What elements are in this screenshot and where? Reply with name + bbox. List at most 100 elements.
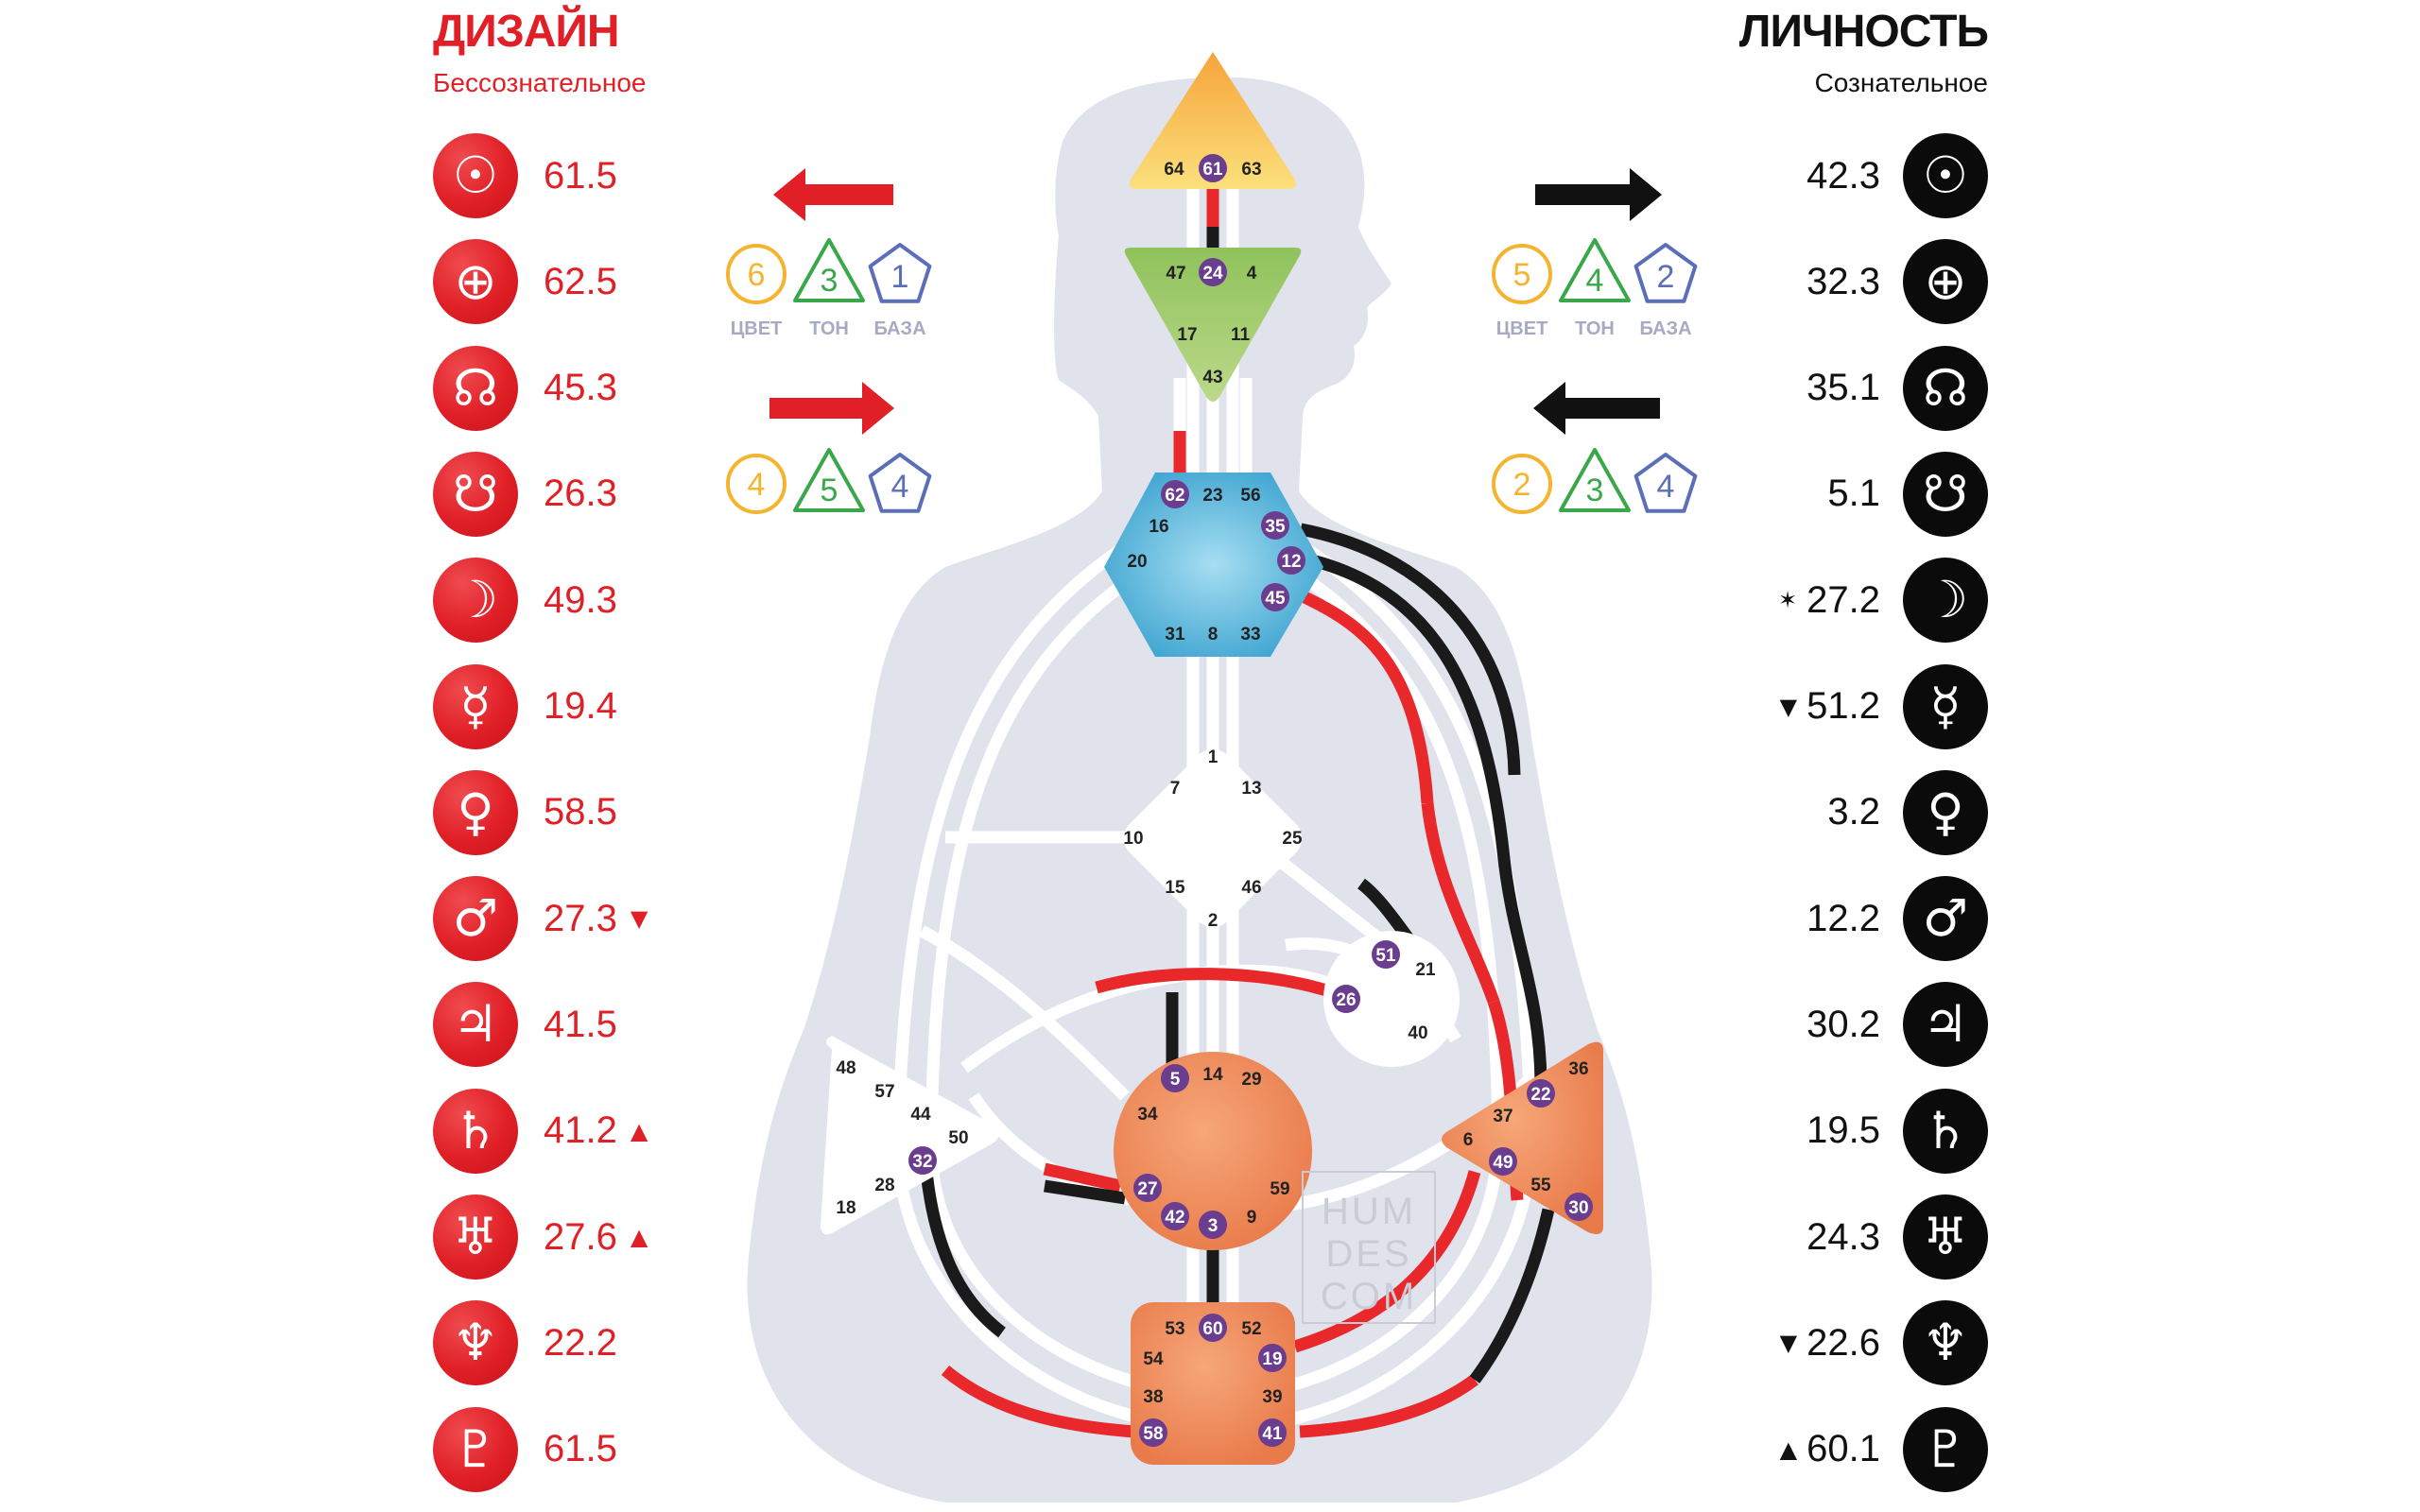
gate-number: 59	[1270, 1179, 1289, 1199]
tone-triangle-icon	[1559, 238, 1631, 302]
neptune-icon: ♆	[1903, 1300, 1988, 1386]
gate-number: 28	[874, 1176, 894, 1195]
active-gate-marker	[1133, 1174, 1162, 1202]
planet-gate-line: 5.1	[1827, 472, 1880, 515]
design-planet-row: ☋26.3	[433, 451, 631, 537]
planet-gate-line: 24.3	[1806, 1215, 1880, 1258]
mercury-icon: ☿	[1903, 663, 1988, 749]
design-planet-row: ♃41.5	[433, 982, 631, 1068]
pluto-icon-glyph: ♇	[452, 1418, 499, 1479]
gate-number: 10	[1123, 829, 1143, 849]
planet-gate-line: 62.5	[544, 260, 617, 302]
planet-gate-line: 51.2	[1806, 685, 1880, 727]
mars-icon: ♂	[1903, 876, 1988, 962]
personality-subtitle: Сознательное	[1814, 68, 1988, 97]
color-circle-icon	[726, 454, 786, 514]
active-gate-marker	[1372, 940, 1400, 969]
personality-planet-row: 5.1 ☋	[1818, 451, 1988, 537]
root-center	[1131, 1302, 1295, 1465]
saturn-icon: ♄	[1903, 1088, 1988, 1174]
moon-icon-glyph: ☽	[1922, 570, 1969, 630]
color-circle-icon	[1492, 454, 1552, 514]
gate-number: 2	[1208, 911, 1219, 931]
planet-gate-line: 61.5	[544, 1428, 617, 1470]
personality-planet-row: ▼ 51.2 ☿	[1779, 663, 1988, 749]
moon-icon: ☽	[1903, 558, 1988, 644]
gate-number: 13	[1241, 779, 1261, 799]
active-gate-marker	[1199, 154, 1227, 182]
gate-number: 8	[1208, 625, 1219, 644]
south-node-icon: ☋	[433, 451, 518, 537]
gate-number: 47	[1166, 264, 1185, 284]
gate-number: 31	[1165, 625, 1185, 644]
saturn-icon-glyph: ♄	[452, 1100, 499, 1160]
base-pentagon-icon	[1634, 243, 1698, 303]
venus-icon: ♀	[1903, 769, 1988, 855]
pluto-icon-glyph: ♇	[1922, 1418, 1969, 1479]
sun-icon-glyph: ☉	[452, 146, 499, 205]
gate-number: 4	[1247, 264, 1257, 284]
active-gate-marker	[1258, 1344, 1287, 1372]
gate-number: 20	[1127, 552, 1147, 572]
sun-icon-glyph: ☉	[1922, 146, 1969, 205]
gate-number: 6	[1463, 1130, 1474, 1150]
head-center	[1129, 52, 1297, 189]
active-gate-marker	[1527, 1079, 1555, 1108]
gate-number: 11	[1231, 325, 1251, 345]
earth-icon-glyph: ⊕	[454, 251, 497, 312]
base-label: БАЗА	[873, 318, 925, 339]
planet-gate-line: 12.2	[1806, 897, 1880, 939]
gate-number: 33	[1240, 625, 1260, 644]
fixing-mark-icon: ▼	[1779, 1330, 1798, 1357]
design-planet-row: ☽49.3	[433, 558, 631, 644]
design-planet-row: ♇ 61.5	[433, 1406, 631, 1492]
gate-number: 32	[912, 1152, 932, 1172]
planet-gate-line: 60.1	[1806, 1428, 1880, 1470]
pluto-icon: ♇	[1903, 1406, 1988, 1492]
design-top-arrow-icon	[773, 168, 893, 221]
base-pentagon-icon	[868, 243, 932, 303]
planet-gate-line: 32.3	[1806, 260, 1880, 302]
gate-number: 18	[836, 1198, 856, 1218]
planet-gate-line: 19.5	[1806, 1109, 1880, 1152]
gate-number: 49	[1493, 1153, 1512, 1173]
active-gate-marker	[1258, 1418, 1287, 1447]
gate-number: 23	[1202, 486, 1222, 506]
tone-triangle-icon	[1559, 448, 1631, 512]
personality-planet-row: 12.2 ♂	[1797, 876, 1988, 962]
fixing-mark-icon: ▼	[630, 905, 648, 933]
personality-top-arrow-icon	[1535, 168, 1662, 221]
base-value: 4	[1657, 469, 1675, 505]
earth-icon-glyph: ⊕	[1924, 251, 1967, 312]
planet-gate-line: 61.5	[544, 154, 617, 197]
g-center	[1123, 748, 1303, 928]
active-gate-marker	[1161, 480, 1189, 508]
gate-number: 37	[1493, 1107, 1512, 1126]
fixing-mark-icon: ✶	[1778, 587, 1798, 614]
planet-gate-line: 19.4	[544, 685, 617, 727]
active-gate-marker	[908, 1146, 937, 1175]
watermark-line-2: DES	[1325, 1233, 1411, 1275]
watermark-line-3: COM	[1321, 1276, 1417, 1317]
color-label: ЦВЕТ	[1496, 318, 1548, 339]
gate-number: 27	[1137, 1179, 1157, 1199]
gate-number: 39	[1262, 1387, 1282, 1407]
venus-icon-glyph: ♀	[1927, 782, 1964, 842]
planet-gate-line: 49.3	[544, 578, 617, 621]
personality-planet-row: 32.3 ⊕	[1797, 239, 1988, 325]
gate-number: 9	[1247, 1208, 1257, 1228]
gate-number: 48	[836, 1058, 856, 1078]
planet-gate-line: 42.3	[1806, 154, 1880, 197]
spleen-center	[821, 1036, 999, 1235]
personality-planet-row: 35.1☊	[1797, 345, 1988, 431]
fixing-mark-icon: ▲	[630, 1224, 648, 1250]
south-node-icon: ☋	[1903, 451, 1988, 537]
gate-number: 19	[1262, 1349, 1282, 1369]
fixing-mark-icon: ▼	[1779, 693, 1798, 720]
earth-icon: ⊕	[433, 239, 518, 325]
design-planet-row: ♀58.5	[433, 769, 631, 855]
tone-value: 4	[1586, 263, 1604, 299]
planet-gate-line: 41.2	[544, 1109, 617, 1152]
